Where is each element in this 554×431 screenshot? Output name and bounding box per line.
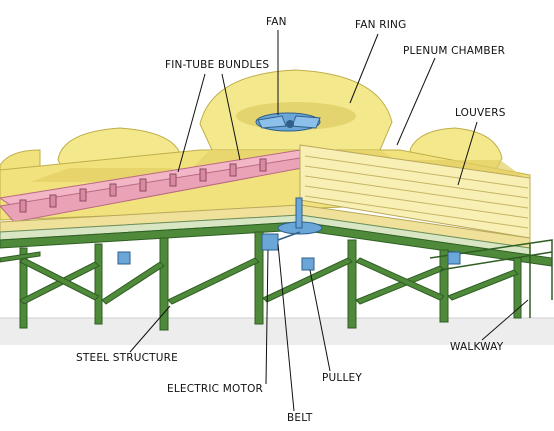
drive-assembly <box>117 197 461 271</box>
louvers <box>299 144 531 239</box>
leader-pulley <box>309 269 331 372</box>
labels: FAN FAN RING PLENUM CHAMBER FIN-TUBE BUN… <box>76 16 529 424</box>
label-pulley: PULLEY <box>322 372 362 384</box>
label-walkway: WALKWAY <box>450 341 504 353</box>
leader-fin-tube-bundles-b <box>221 73 241 161</box>
walkway <box>429 239 553 318</box>
leader-plenum-chamber <box>396 57 436 146</box>
label-belt: BELT <box>287 412 313 424</box>
label-fin-tube-bundles: FIN-TUBE BUNDLES <box>165 59 269 71</box>
label-fan-ring: FAN RING <box>355 19 406 31</box>
leader-walkway <box>481 299 529 341</box>
label-plenum-chamber: PLENUM CHAMBER <box>403 45 505 57</box>
ground-base <box>0 317 554 345</box>
leader-electric-motor <box>265 249 269 385</box>
steel-structure <box>0 221 553 331</box>
fan-assembly <box>255 112 321 132</box>
label-electric-motor: ELECTRIC MOTOR <box>167 383 263 395</box>
label-louvers: LOUVERS <box>455 107 506 119</box>
leader-belt <box>277 243 295 412</box>
leader-fan-ring <box>349 33 379 104</box>
leader-louvers <box>457 121 478 186</box>
leader-fin-tube-bundles-a <box>177 73 206 173</box>
label-steel-structure: STEEL STRUCTURE <box>76 352 178 364</box>
leader-steel-structure <box>129 305 171 353</box>
label-fan: FAN <box>266 16 287 28</box>
